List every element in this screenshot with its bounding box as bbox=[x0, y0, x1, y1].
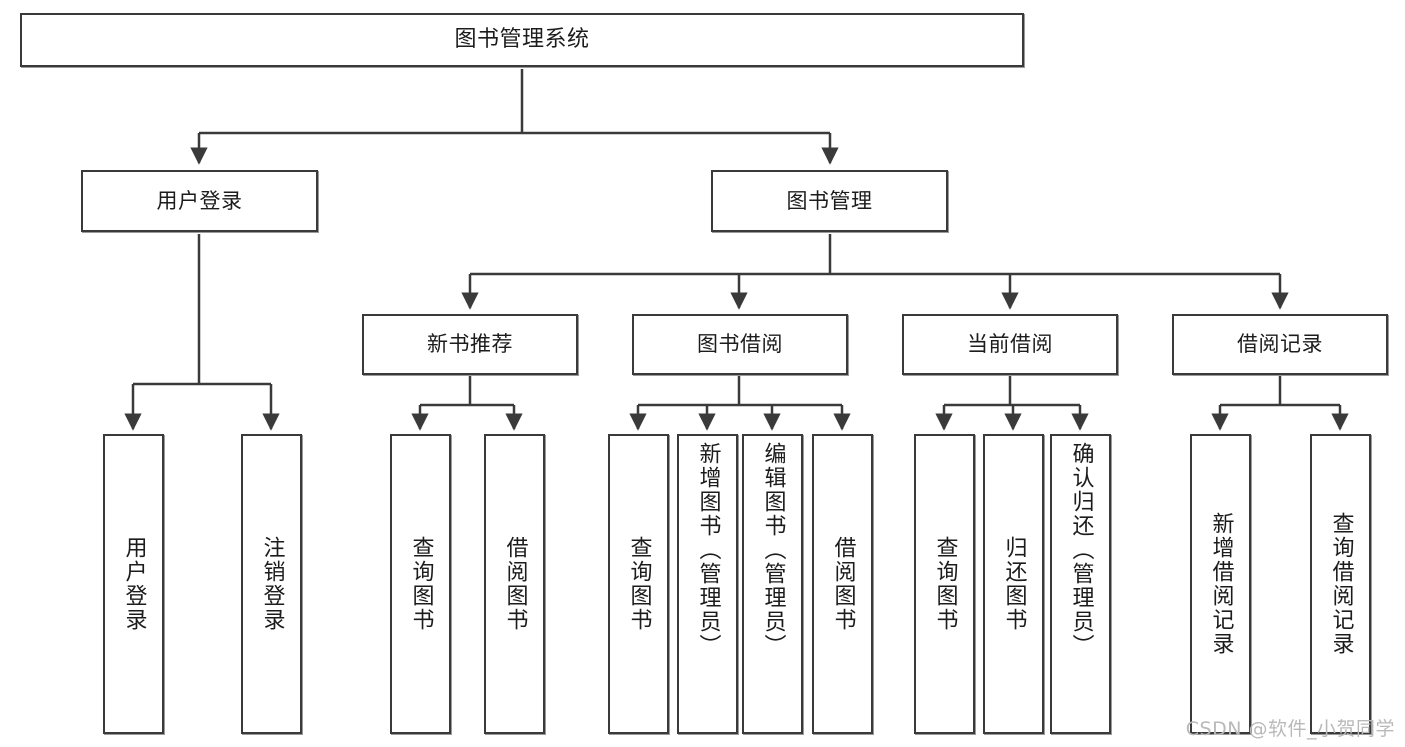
node-leaf-logout[interactable]: 注销登录 bbox=[241, 434, 302, 734]
node-label: 图书管理 bbox=[786, 188, 873, 213]
node-user-login[interactable]: 用户登录 bbox=[81, 170, 318, 232]
node-leaf-user-login[interactable]: 用户登录 bbox=[103, 434, 164, 734]
node-label: 查询图书 bbox=[408, 536, 434, 632]
node-label: 新书推荐 bbox=[427, 332, 513, 357]
node-leaf-return-book[interactable]: 归还图书 bbox=[983, 434, 1044, 734]
node-label: 新增图书（管理员） bbox=[695, 442, 721, 658]
node-leaf-borrow-book-1[interactable]: 借阅图书 bbox=[484, 434, 545, 734]
node-label: 查询图书 bbox=[932, 536, 958, 632]
node-leaf-query-book-3[interactable]: 查询图书 bbox=[914, 434, 975, 734]
node-borrow-record[interactable]: 借阅记录 bbox=[1172, 314, 1388, 375]
node-root-system[interactable]: 图书管理系统 bbox=[20, 13, 1024, 67]
node-new-book-rec[interactable]: 新书推荐 bbox=[362, 314, 578, 375]
node-book-manage[interactable]: 图书管理 bbox=[711, 170, 948, 232]
node-label: 查询图书 bbox=[626, 536, 652, 632]
node-book-borrow[interactable]: 图书借阅 bbox=[632, 314, 848, 375]
node-leaf-edit-book[interactable]: 编辑图书（管理员） bbox=[742, 434, 803, 734]
node-label: 编辑图书（管理员） bbox=[760, 442, 786, 658]
node-label: 借阅记录 bbox=[1237, 332, 1323, 357]
node-label: 新增借阅记录 bbox=[1208, 512, 1234, 656]
node-leaf-confirm-return[interactable]: 确认归还（管理员） bbox=[1050, 434, 1111, 734]
node-label: 图书管理系统 bbox=[454, 27, 590, 53]
node-leaf-add-book[interactable]: 新增图书（管理员） bbox=[677, 434, 738, 734]
node-label: 用户登录 bbox=[156, 188, 243, 213]
node-label: 图书借阅 bbox=[697, 332, 783, 357]
node-label: 借阅图书 bbox=[830, 536, 856, 632]
node-leaf-query-record[interactable]: 查询借阅记录 bbox=[1310, 434, 1371, 734]
node-label: 借阅图书 bbox=[502, 536, 528, 632]
node-leaf-query-book-1[interactable]: 查询图书 bbox=[390, 434, 451, 734]
node-leaf-borrow-book-2[interactable]: 借阅图书 bbox=[812, 434, 873, 734]
node-label: 确认归还（管理员） bbox=[1068, 442, 1094, 658]
node-label: 当前借阅 bbox=[967, 332, 1053, 357]
node-leaf-add-record[interactable]: 新增借阅记录 bbox=[1190, 434, 1251, 734]
node-label: 注销登录 bbox=[259, 536, 285, 632]
node-leaf-query-book-2[interactable]: 查询图书 bbox=[608, 434, 669, 734]
node-label: 查询借阅记录 bbox=[1328, 512, 1354, 656]
node-current-borrow[interactable]: 当前借阅 bbox=[902, 314, 1118, 375]
node-label: 用户登录 bbox=[121, 536, 147, 632]
node-label: 归还图书 bbox=[1001, 536, 1027, 632]
watermark-text: CSDN @软件_小贺同学 bbox=[1185, 718, 1395, 740]
